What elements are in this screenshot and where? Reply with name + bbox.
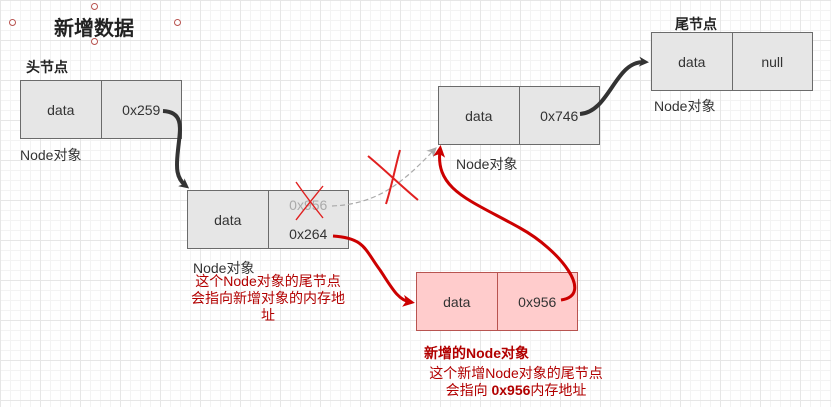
arrow-third-to-tail [579, 56, 649, 116]
third-node-caption: Node对象 [456, 156, 518, 172]
tail-node[interactable]: data null [651, 32, 813, 91]
new-node-title: 新增的Node对象 [424, 345, 529, 361]
tail-node-data: data [678, 53, 706, 70]
selection-handle[interactable] [174, 19, 181, 26]
head-node-data: data [47, 101, 75, 118]
third-node-next: 0x746 [518, 87, 600, 144]
second-node-next-new: 0x264 [289, 225, 328, 242]
head-node[interactable]: data 0x259 [20, 80, 182, 139]
arrow-new-to-third [433, 145, 577, 302]
arrow-old-link [331, 147, 437, 207]
third-node-data: data [465, 107, 493, 124]
selection-handle[interactable] [91, 3, 98, 10]
new-node-note: 这个新增Node对象的尾节点 会指向 0x956内存地址 [429, 365, 603, 398]
tail-node-caption: Node对象 [654, 98, 716, 114]
head-node-next: 0x259 [100, 81, 182, 138]
third-node[interactable]: data 0x746 [438, 86, 600, 145]
page-title: 新增数据 [54, 18, 134, 40]
new-node-data: data [443, 293, 471, 310]
removed-link-cross-icon [367, 149, 419, 205]
arrow-second-to-new [332, 234, 415, 307]
old-address-cross-icon [295, 181, 324, 221]
selection-handle[interactable] [9, 19, 16, 26]
selection-handle[interactable] [91, 38, 98, 45]
new-node-next: 0x956 [496, 273, 578, 330]
tail-node-next: null [731, 33, 813, 90]
head-node-label: 头节点 [26, 59, 68, 75]
tail-node-label: 尾节点 [675, 16, 717, 32]
second-node-data: data [214, 211, 242, 228]
arrow-head-to-second [162, 109, 190, 189]
second-node-note: 这个Node对象的尾节点 会指向新增对象的内存地 址 [191, 273, 345, 323]
head-node-caption: Node对象 [20, 147, 82, 163]
new-node[interactable]: data 0x956 [416, 272, 578, 331]
second-node-caption: Node对象 [193, 260, 255, 276]
